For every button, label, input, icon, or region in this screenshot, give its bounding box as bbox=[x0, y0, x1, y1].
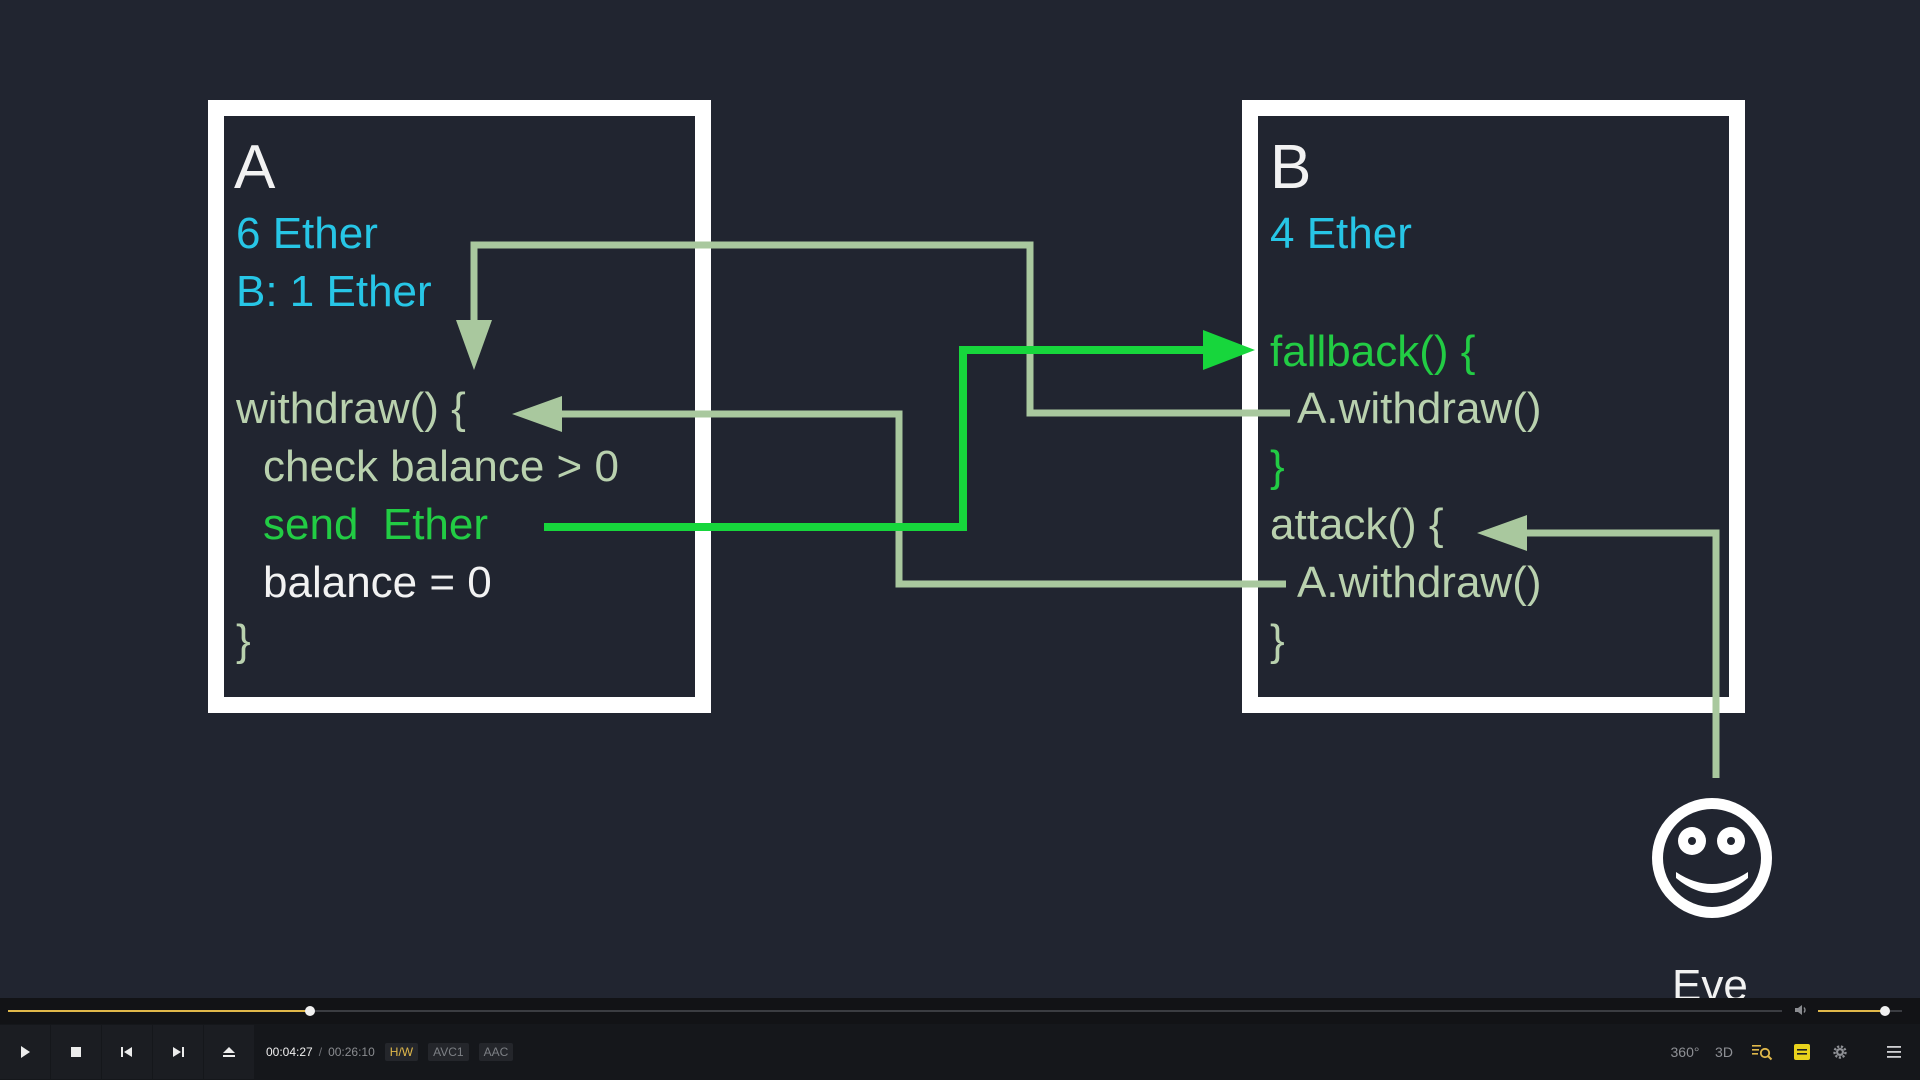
subtitle-icon bbox=[1794, 1044, 1810, 1060]
total-duration: 00:26:10 bbox=[328, 1045, 375, 1059]
balance-reset-line: balance = 0 bbox=[263, 558, 492, 607]
fallback-withdraw-arrow bbox=[470, 241, 1290, 417]
time-display: 00:04:27 / 00:26:10 H/W AVC1 AAC bbox=[266, 1024, 514, 1080]
fallback-close-brace: } bbox=[1270, 442, 1285, 491]
actor-name: Eve bbox=[1672, 961, 1748, 998]
skip-previous-icon bbox=[121, 1047, 132, 1057]
settings-button[interactable] bbox=[1826, 1038, 1854, 1066]
contract-b-box bbox=[1242, 100, 1745, 713]
player-controls: 00:04:27 / 00:26:10 H/W AVC1 AAC 360° 3D bbox=[0, 1024, 1920, 1080]
contract-b-title: B bbox=[1270, 133, 1311, 202]
contract-a-balance: 6 Ether bbox=[236, 209, 378, 258]
previous-button[interactable] bbox=[102, 1025, 152, 1079]
contract-b-balance: 4 Ether bbox=[1270, 209, 1412, 258]
smiley-face-icon bbox=[1652, 798, 1772, 918]
fallback-withdraw-call: A.withdraw() bbox=[1297, 384, 1542, 433]
3d-label: 3D bbox=[1715, 1044, 1733, 1060]
vr-360-label: 360° bbox=[1670, 1044, 1700, 1060]
3d-button[interactable]: 3D bbox=[1710, 1038, 1738, 1066]
send-ether-arrowhead bbox=[1203, 330, 1255, 370]
eve-attack-arrowhead bbox=[1477, 515, 1527, 551]
next-button[interactable] bbox=[153, 1025, 203, 1079]
attack-withdraw-arrow bbox=[550, 410, 1286, 588]
stop-button[interactable] bbox=[51, 1025, 101, 1079]
eve-attack-arrow bbox=[1515, 529, 1720, 778]
play-icon bbox=[21, 1046, 30, 1058]
skip-next-icon bbox=[173, 1047, 184, 1057]
volume-handle[interactable] bbox=[1880, 1006, 1891, 1016]
menu-button[interactable] bbox=[1880, 1038, 1908, 1066]
fallback-signature: fallback() { bbox=[1270, 327, 1475, 376]
contract-a-title: A bbox=[234, 133, 276, 202]
time-separator: / bbox=[318, 1045, 323, 1059]
send-ether-arrow bbox=[544, 346, 1215, 531]
volume-icon[interactable] bbox=[1793, 1002, 1811, 1020]
stop-icon bbox=[71, 1047, 81, 1057]
contract-a-box bbox=[208, 100, 711, 713]
open-file-button[interactable] bbox=[204, 1025, 254, 1079]
hardware-decoder-badge[interactable]: H/W bbox=[384, 1043, 419, 1061]
attack-withdraw-arrowhead bbox=[512, 396, 562, 432]
contract-a-ledger: B: 1 Ether bbox=[236, 267, 432, 316]
gear-icon bbox=[1833, 1045, 1847, 1059]
attack-withdraw-call: A.withdraw() bbox=[1297, 558, 1542, 607]
withdraw-signature: withdraw() { bbox=[235, 384, 466, 433]
send-ether-line: send Ether bbox=[263, 500, 488, 549]
subtitle-button[interactable] bbox=[1788, 1038, 1816, 1066]
check-balance-line: check balance > 0 bbox=[263, 442, 619, 491]
video-frame[interactable]: A 6 Ether B: 1 Ether withdraw() { check … bbox=[0, 0, 1920, 998]
volume-slider[interactable] bbox=[1818, 1006, 1902, 1016]
eject-icon bbox=[223, 1047, 235, 1057]
video-codec-badge[interactable]: AVC1 bbox=[428, 1043, 469, 1061]
current-time: 00:04:27 bbox=[266, 1045, 313, 1059]
vr-360-button[interactable]: 360° bbox=[1668, 1038, 1702, 1066]
volume-level-fill bbox=[1818, 1010, 1886, 1012]
seek-slider[interactable] bbox=[8, 1006, 1782, 1016]
slide-diagram: A 6 Ether B: 1 Ether withdraw() { check … bbox=[208, 100, 1772, 998]
seek-bar-row bbox=[0, 998, 1920, 1024]
playlist-search-button[interactable] bbox=[1748, 1038, 1776, 1066]
audio-codec-badge[interactable]: AAC bbox=[478, 1043, 514, 1061]
attack-close-brace: } bbox=[1270, 616, 1285, 665]
playlist-search-icon bbox=[1752, 1045, 1773, 1061]
seek-handle[interactable] bbox=[304, 1006, 315, 1016]
fallback-withdraw-arrowhead bbox=[456, 320, 492, 370]
seek-progress-fill bbox=[8, 1010, 310, 1012]
withdraw-close-brace: } bbox=[236, 616, 251, 665]
play-button[interactable] bbox=[0, 1025, 50, 1079]
attack-signature: attack() { bbox=[1270, 500, 1444, 549]
hamburger-menu-icon bbox=[1887, 1046, 1901, 1058]
